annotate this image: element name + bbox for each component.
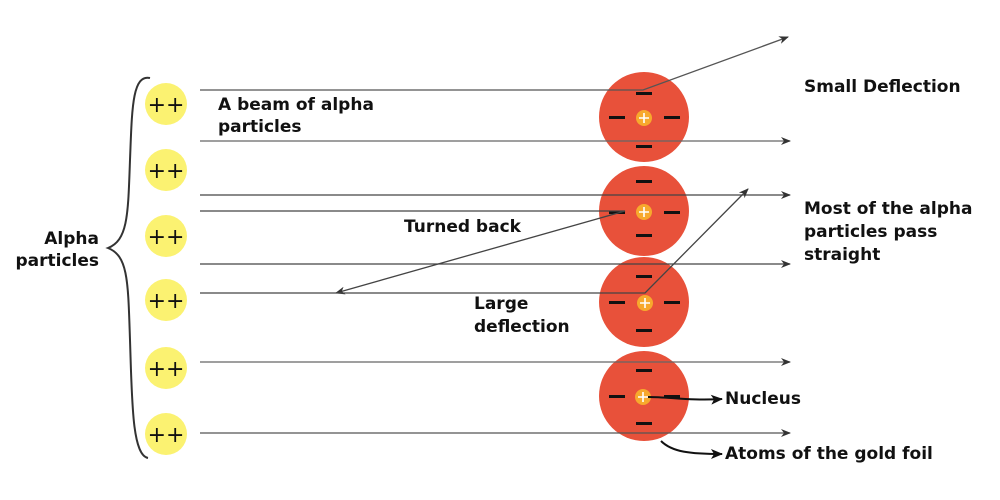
electron-icon xyxy=(664,211,680,214)
electron-icon xyxy=(636,422,652,425)
large-deflection-label: Large xyxy=(474,294,528,314)
electron-icon xyxy=(636,180,652,183)
electron-icon xyxy=(609,395,625,398)
turned-back-path xyxy=(200,210,626,295)
electron-icon xyxy=(636,369,652,372)
alpha-particle: ++ xyxy=(145,279,187,321)
alpha-particles: ++ ++ ++ ++ ++ ++ xyxy=(145,83,187,455)
gold-foil-atoms xyxy=(599,72,689,441)
alpha-particle: ++ xyxy=(145,215,187,257)
electron-icon xyxy=(636,92,652,95)
nucleus-plus-icon xyxy=(640,298,650,308)
alpha-charge: ++ xyxy=(148,159,185,184)
alpha-particle: ++ xyxy=(145,413,187,455)
electron-icon xyxy=(664,301,680,304)
small-deflection-path xyxy=(200,36,789,91)
gold-foil-atoms-label: Atoms of the gold foil xyxy=(725,444,933,464)
curly-brace xyxy=(105,76,151,459)
alpha-charge: ++ xyxy=(148,423,185,448)
electron-icon xyxy=(636,329,652,332)
atom xyxy=(599,72,689,162)
nucleus-plus-icon xyxy=(639,207,649,217)
beam-label: particles xyxy=(218,117,302,137)
alpha-particles-label: particles xyxy=(15,251,99,271)
alpha-charge: ++ xyxy=(148,93,185,118)
alpha-charge: ++ xyxy=(148,357,185,382)
electron-icon xyxy=(636,275,652,278)
alpha-charge: ++ xyxy=(148,289,185,314)
electron-icon xyxy=(609,211,625,214)
electron-icon xyxy=(609,301,625,304)
pass-straight-label: straight xyxy=(804,245,880,265)
large-deflection-path xyxy=(200,188,749,294)
atom xyxy=(599,351,689,441)
nucleus-callout-arrow xyxy=(647,394,723,405)
alpha-particle: ++ xyxy=(145,149,187,191)
pass-straight-label: particles pass xyxy=(804,222,937,242)
beam-label: A beam of alpha xyxy=(218,95,374,115)
atom xyxy=(599,166,689,256)
alpha-beam-paths xyxy=(200,36,791,437)
electron-icon xyxy=(664,395,680,398)
electron-icon xyxy=(636,234,652,237)
pass-straight-label: Most of the alpha xyxy=(804,199,972,219)
alpha-particle: ++ xyxy=(145,83,187,125)
nucleus-label: Nucleus xyxy=(725,389,801,409)
alpha-particles-label: Alpha xyxy=(44,229,99,249)
electron-icon xyxy=(664,116,680,119)
nucleus-plus-icon xyxy=(639,113,649,123)
turned-back-label: Turned back xyxy=(404,217,522,237)
small-deflection-label: Small Deflection xyxy=(804,77,961,97)
nucleus-plus-icon xyxy=(638,392,648,402)
atoms-callout-arrow xyxy=(660,440,723,459)
electron-icon xyxy=(609,116,625,119)
atom xyxy=(599,257,689,347)
electron-icon xyxy=(636,145,652,148)
alpha-charge: ++ xyxy=(148,225,185,250)
alpha-particle: ++ xyxy=(145,347,187,389)
large-deflection-label: deflection xyxy=(474,317,570,337)
